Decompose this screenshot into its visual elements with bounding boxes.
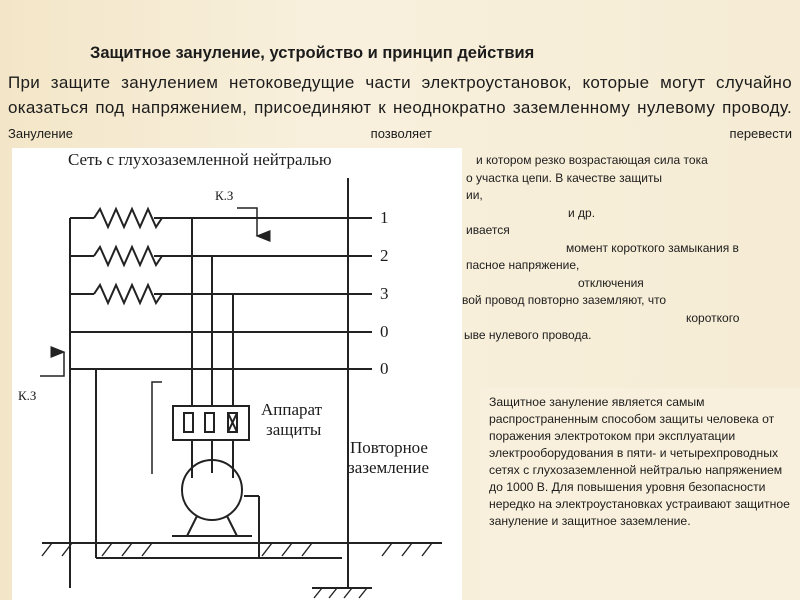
ground-hatch	[61, 542, 73, 557]
fuse-3-cross-b	[227, 412, 238, 433]
reground-hatch	[328, 587, 338, 599]
reground-label-line1: Повторное	[350, 438, 428, 457]
fuse-1	[183, 412, 194, 433]
hidden-line-7: пасное напряжение,	[466, 258, 580, 272]
device-label-line1: Аппарат	[261, 400, 323, 419]
hidden-line-9: вой провод повторно заземляют, что	[462, 293, 667, 307]
note-background	[480, 388, 800, 600]
reground-hatch	[343, 587, 353, 599]
hidden-line-11: ыве нулевого провода.	[464, 328, 592, 342]
main-paragraph-small: Зануление позволяет перевести	[8, 126, 792, 141]
ground-hatch	[281, 542, 293, 557]
hidden-line-8: отключения	[578, 275, 644, 290]
reground-hatch	[358, 587, 368, 599]
resistor-3	[93, 282, 163, 306]
ground-hatch	[381, 542, 393, 557]
ground-hatch	[421, 542, 433, 557]
circuit-diagram: Сеть с глухозаземленной нейтралью 1 2 3 …	[12, 148, 462, 600]
motor-base-left	[186, 515, 198, 537]
device-label-line2: защиты	[266, 420, 322, 439]
fuse-2	[204, 412, 215, 433]
ground-hatch	[261, 542, 273, 557]
line-label-0a: 0	[380, 322, 389, 341]
line-label-3: 3	[380, 284, 389, 303]
resistor-2	[93, 244, 163, 268]
fault-path	[151, 381, 162, 474]
resistor-1	[93, 206, 163, 230]
ground-hatch	[401, 542, 413, 557]
line-label-1: 1	[380, 208, 389, 227]
hidden-line-6: момент короткого замыкания в	[566, 240, 739, 255]
slide-title: Защитное зануление, устройство и принцип…	[90, 44, 535, 62]
note-text: Защитное зануление является самым распро…	[489, 395, 790, 528]
kz-left-label: К.З	[18, 388, 37, 403]
ground-hatch	[121, 542, 133, 557]
kz-left-arrow	[40, 346, 66, 377]
partially-hidden-text: и котором резко возрастающая сила тока о…	[462, 152, 798, 345]
hidden-line-2: о участка цепи. В качестве защиты	[466, 170, 663, 185]
line-label-2: 2	[380, 246, 389, 265]
reground-label-line2: заземление	[348, 458, 430, 477]
hidden-line-1: и котором резко возрастающая сила тока	[476, 153, 708, 167]
hidden-line-5: ивается	[466, 223, 510, 237]
hidden-line-10: короткого	[686, 310, 740, 325]
ground-hatch	[101, 542, 113, 557]
kz-top-label: К.З	[215, 188, 234, 203]
ground-hatch	[141, 542, 153, 557]
motor-base-right	[226, 515, 238, 537]
ground-hatch	[41, 542, 53, 557]
fuse-3	[227, 412, 238, 433]
kz-top-arrow	[237, 207, 271, 242]
reground-hatch	[313, 587, 323, 599]
hidden-line-3: ии,	[466, 188, 483, 202]
line-label-0b: 0	[380, 359, 389, 378]
ground-hatch	[301, 542, 313, 557]
circuit-diagram-svg	[40, 178, 442, 599]
hidden-line-4: и др.	[568, 205, 596, 220]
figure-caption: Сеть с глухозаземленной нейтралью	[68, 150, 332, 169]
motor	[181, 459, 243, 521]
main-paragraph-text: При защите занулением нетоковедущие част…	[8, 73, 792, 117]
main-paragraph: При защите занулением нетоковедущие част…	[8, 70, 792, 146]
